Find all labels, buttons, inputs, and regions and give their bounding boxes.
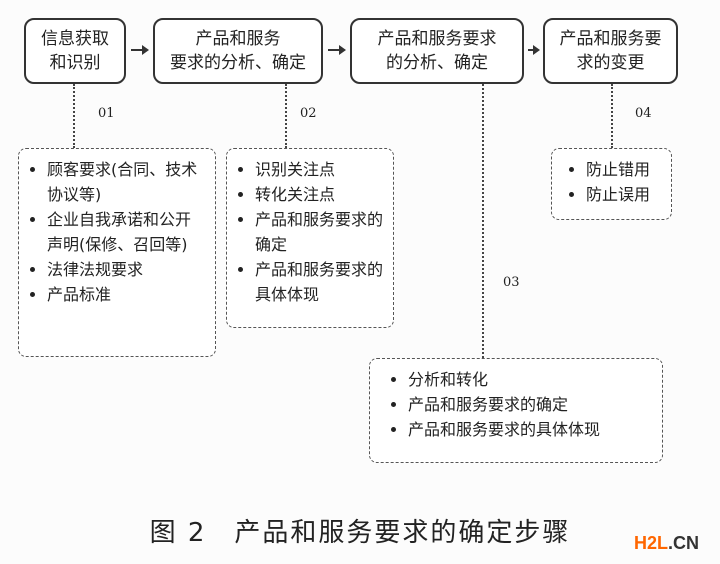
- detail-item: 防止误用: [586, 182, 661, 207]
- detail-item: 产品标准: [47, 282, 205, 307]
- watermark-logo: H2L.CN: [634, 533, 699, 554]
- detail-item: 产品和服务要求的具体体现: [408, 417, 652, 442]
- connector-2: [285, 84, 287, 148]
- detail-item: 产品和服务要求的具体体现: [255, 257, 383, 307]
- label-04: 04: [635, 106, 652, 121]
- detail-item: 防止错用: [586, 157, 661, 182]
- detail-box-3: 分析和转化产品和服务要求的确定产品和服务要求的具体体现: [369, 358, 663, 463]
- detail-box-4: 防止错用防止误用: [551, 148, 672, 220]
- step-1-box: 信息获取 和识别: [24, 18, 126, 84]
- detail-item: 转化关注点: [255, 182, 383, 207]
- connector-3: [482, 84, 484, 358]
- step-2-box: 产品和服务 要求的分析、确定: [153, 18, 323, 84]
- detail-box-2: 识别关注点转化关注点产品和服务要求的确定产品和服务要求的具体体现: [226, 148, 394, 328]
- figure-caption: 图 2 产品和服务要求的确定步骤: [149, 518, 571, 548]
- arrow-2-3: [328, 45, 346, 55]
- watermark-brand: H2L: [634, 533, 669, 553]
- arrow-3-4: [528, 45, 540, 55]
- label-02: 02: [300, 106, 317, 121]
- detail-box-1: 顾客要求(合同、技术 协议等)企业自我承诺和公开声明(保修、召回等)法律法规要求…: [18, 148, 216, 357]
- detail-item: 顾客要求(合同、技术 协议等): [47, 157, 205, 207]
- arrow-1-2: [131, 45, 149, 55]
- connector-1: [73, 84, 75, 148]
- connector-4: [611, 84, 613, 148]
- label-03: 03: [503, 275, 520, 290]
- detail-item: 产品和服务要求的确定: [408, 392, 652, 417]
- detail-item: 法律法规要求: [47, 257, 205, 282]
- watermark-suffix: .CN: [668, 533, 700, 553]
- step-4-box: 产品和服务要 求的变更: [543, 18, 678, 84]
- detail-item: 分析和转化: [408, 367, 652, 392]
- label-01: 01: [98, 106, 115, 121]
- detail-item: 产品和服务要求的确定: [255, 207, 383, 257]
- detail-item: 识别关注点: [255, 157, 383, 182]
- detail-item: 企业自我承诺和公开声明(保修、召回等): [47, 207, 205, 257]
- step-3-box: 产品和服务要求 的分析、确定: [350, 18, 524, 84]
